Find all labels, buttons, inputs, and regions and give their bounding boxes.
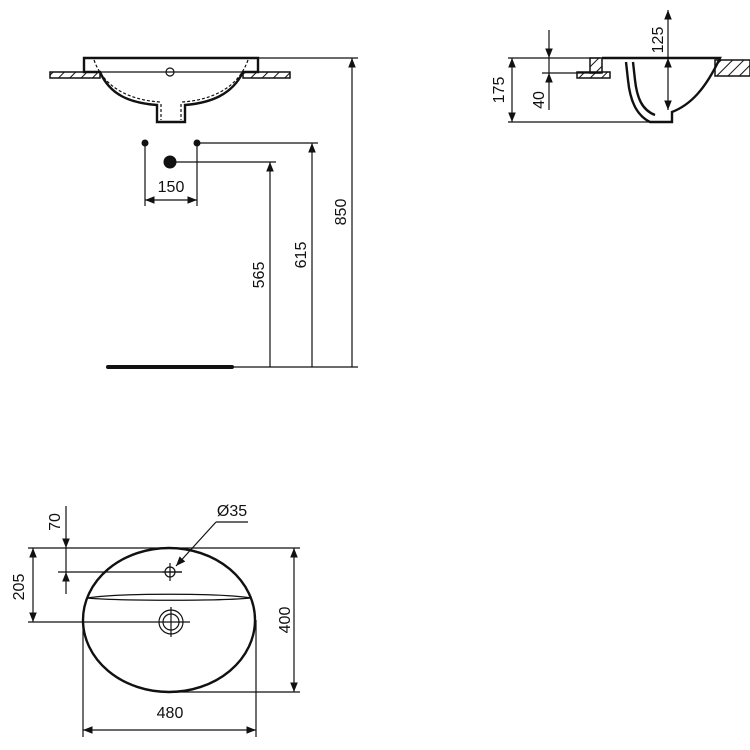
basin-outline	[81, 546, 257, 694]
dim-hole-offset: 70	[47, 513, 64, 531]
dim-width: 480	[157, 705, 184, 722]
dim-counter-thickness: 40	[531, 91, 548, 109]
dim-bowl-depth: 125	[650, 27, 667, 54]
countertop-right	[242, 71, 291, 79]
dim-supply-height: 615	[293, 242, 310, 269]
front-view: 150 615 565 850	[49, 56, 358, 369]
countertop-left	[49, 71, 101, 79]
dim-tap-spacing: 150	[158, 179, 185, 196]
dim-total-height: 850	[333, 199, 350, 226]
dim-drain-offset: 205	[11, 574, 28, 601]
dim-drain-height: 565	[251, 262, 268, 289]
overflow-icon	[165, 67, 175, 77]
side-rim	[589, 57, 603, 74]
dim-hole-diameter: Ø35	[217, 503, 247, 520]
side-basin-profile	[602, 56, 722, 124]
plan-view: 400 480 205 70 Ø35	[11, 503, 300, 737]
dim-depth: 400	[277, 607, 294, 634]
side-countertop-right	[714, 59, 750, 77]
dim-side-height: 175	[491, 77, 508, 104]
side-view: 175 40 125	[491, 10, 750, 124]
